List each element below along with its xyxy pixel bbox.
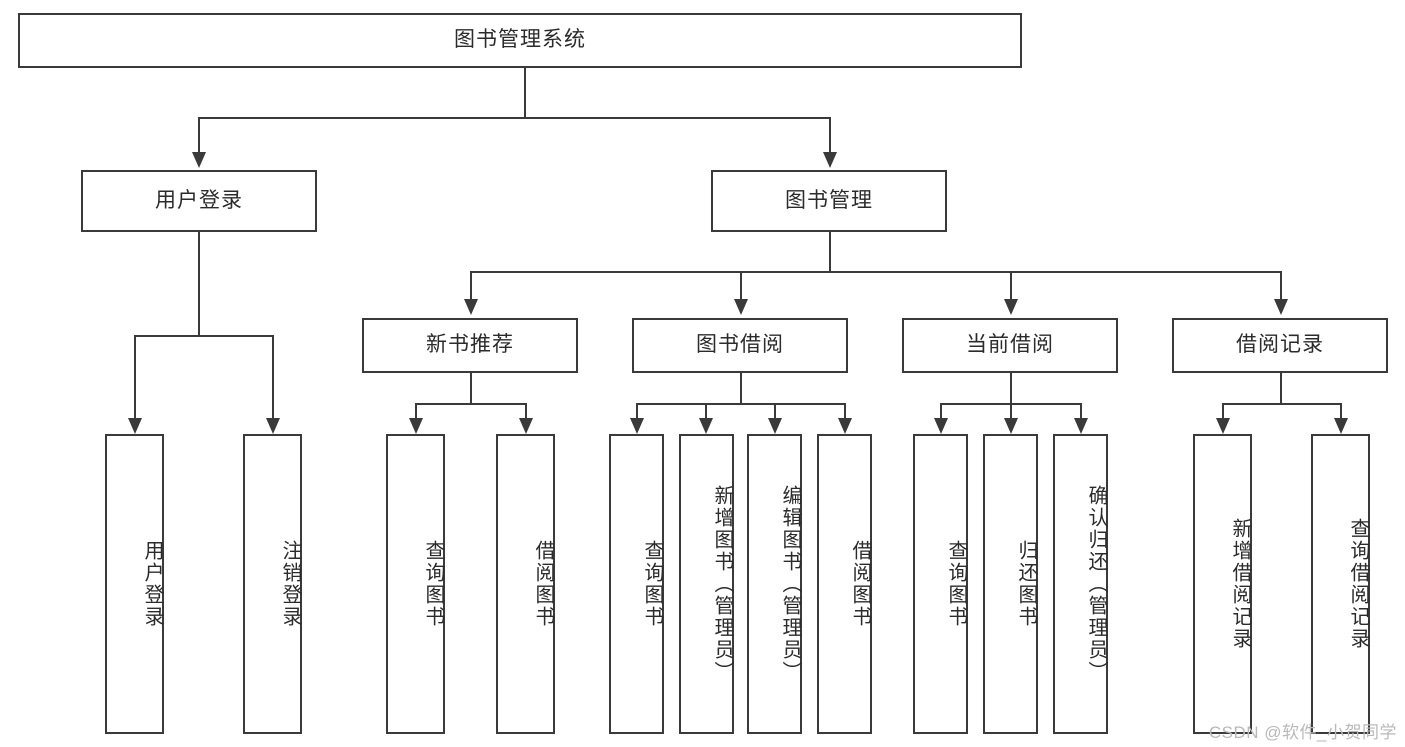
arrowhead-to-current-borrow <box>1004 299 1018 315</box>
leaf-label: 归还图书 <box>1015 540 1037 628</box>
node-book-borrow[interactable]: 图书借阅 <box>632 318 848 373</box>
leaf-label: 查询图书 <box>945 540 967 628</box>
leaf-confirm-return-admin[interactable]: 确认归还（管理员） <box>1053 434 1108 734</box>
connector-borrow-record-drop-1 <box>1222 403 1224 419</box>
connector-current-borrow-drop-1 <box>940 403 942 419</box>
leaf-label: 新增借阅记录 <box>1229 518 1251 650</box>
arrowhead-to-book-management <box>823 152 837 168</box>
node-label: 当前借阅 <box>966 333 1054 357</box>
leaf-label: 查询图书 <box>641 540 663 628</box>
leaf-query-borrow-record[interactable]: 查询借阅记录 <box>1311 434 1370 734</box>
leaf-label: 查询图书 <box>422 540 444 628</box>
arrowhead-to-book-borrow <box>734 299 748 315</box>
arrowhead-to-leaf-confirm-return <box>1074 418 1088 434</box>
node-label: 图书管理 <box>785 188 873 212</box>
leaf-user-login[interactable]: 用户登录 <box>105 434 164 734</box>
leaf-logout[interactable]: 注销登录 <box>243 434 302 734</box>
leaf-label: 注销登录 <box>279 540 301 628</box>
connector-level3-bar <box>470 271 1280 273</box>
leaf-label: 用户登录 <box>141 540 163 628</box>
arrowhead-to-leaf-add-book <box>699 418 713 434</box>
node-label: 图书管理系统 <box>454 28 586 52</box>
arrowhead-to-leaf-user-login <box>128 418 142 434</box>
connector-user-login-drop-1 <box>134 335 136 419</box>
node-new-book-recommend[interactable]: 新书推荐 <box>362 318 578 373</box>
connector-new-book-bar <box>415 403 525 405</box>
arrowhead-to-leaf-return-book <box>1004 418 1018 434</box>
connector-current-borrow-drop-2 <box>1010 403 1012 419</box>
arrowhead-to-leaf-add-record <box>1216 418 1230 434</box>
watermark-text: CSDN @软件_小贺同学 <box>1208 723 1397 742</box>
connector-current-borrow-stem <box>1010 373 1012 403</box>
arrowhead-to-leaf-logout <box>266 418 280 434</box>
connector-level2-drop-left <box>198 117 200 153</box>
connector-level2-drop-right <box>829 117 831 153</box>
arrowhead-to-leaf-edit-book <box>768 418 782 434</box>
node-label: 新书推荐 <box>426 333 514 357</box>
connector-book-borrow-bar <box>636 403 844 405</box>
leaf-query-book-current[interactable]: 查询图书 <box>913 434 968 734</box>
arrowhead-to-borrow-record <box>1274 299 1288 315</box>
node-user-login[interactable]: 用户登录 <box>81 170 317 232</box>
leaf-label: 确认归还（管理员） <box>1085 485 1107 683</box>
leaf-borrow-book-borrow[interactable]: 借阅图书 <box>817 434 872 734</box>
node-label: 图书借阅 <box>696 333 784 357</box>
connector-new-book-drop-2 <box>525 403 527 419</box>
leaf-query-book-borrow[interactable]: 查询图书 <box>609 434 664 734</box>
node-root-book-management-system[interactable]: 图书管理系统 <box>18 13 1022 68</box>
arrowhead-to-leaf-query-book-a <box>409 418 423 434</box>
arrowhead-to-new-book-recommend <box>464 299 478 315</box>
connector-level3-drop-3 <box>1010 271 1012 300</box>
connector-new-book-stem <box>470 373 472 403</box>
node-borrow-record[interactable]: 借阅记录 <box>1172 318 1388 373</box>
arrowhead-to-leaf-borrow-book-a <box>519 418 533 434</box>
connector-book-borrow-drop-3 <box>774 403 776 419</box>
leaf-label: 借阅图书 <box>532 540 554 628</box>
connector-book-borrow-drop-4 <box>844 403 846 419</box>
leaf-edit-book-admin[interactable]: 编辑图书（管理员） <box>747 434 802 734</box>
connector-level2-bar <box>198 117 830 119</box>
leaf-return-book[interactable]: 归还图书 <box>983 434 1038 734</box>
leaf-add-book-admin[interactable]: 新增图书（管理员） <box>679 434 734 734</box>
arrowhead-to-leaf-borrow-book-b <box>838 418 852 434</box>
arrowhead-to-user-login <box>192 152 206 168</box>
connector-user-login-stem <box>198 232 200 335</box>
connector-borrow-record-drop-2 <box>1340 403 1342 419</box>
leaf-query-book-new-recommend[interactable]: 查询图书 <box>386 434 445 734</box>
node-label: 用户登录 <box>155 188 243 212</box>
connector-current-borrow-drop-3 <box>1080 403 1082 419</box>
connector-book-borrow-stem <box>740 373 742 403</box>
connector-level3-drop-2 <box>740 271 742 300</box>
leaf-add-borrow-record[interactable]: 新增借阅记录 <box>1193 434 1252 734</box>
connector-level3-drop-1 <box>470 271 472 300</box>
connector-root-stem <box>524 68 526 117</box>
connector-book-management-stem <box>829 232 831 271</box>
node-label: 借阅记录 <box>1236 333 1324 357</box>
arrowhead-to-leaf-query-book-b <box>630 418 644 434</box>
arrowhead-to-leaf-query-book-c <box>934 418 948 434</box>
leaf-label: 借阅图书 <box>849 540 871 628</box>
connector-level3-drop-4 <box>1280 271 1282 300</box>
leaf-label: 新增图书（管理员） <box>711 485 733 683</box>
leaf-borrow-book-new-recommend[interactable]: 借阅图书 <box>496 434 555 734</box>
node-book-management[interactable]: 图书管理 <box>711 170 947 232</box>
arrowhead-to-leaf-query-record <box>1334 418 1348 434</box>
node-current-borrow[interactable]: 当前借阅 <box>902 318 1118 373</box>
connector-book-borrow-drop-2 <box>705 403 707 419</box>
connector-user-login-drop-2 <box>272 335 274 419</box>
connector-user-login-bar <box>134 335 272 337</box>
connector-borrow-record-bar <box>1222 403 1340 405</box>
leaf-label: 查询借阅记录 <box>1347 518 1369 650</box>
leaf-label: 编辑图书（管理员） <box>779 485 801 683</box>
connector-new-book-drop-1 <box>415 403 417 419</box>
connector-book-borrow-drop-1 <box>636 403 638 419</box>
connector-borrow-record-stem <box>1280 373 1282 403</box>
